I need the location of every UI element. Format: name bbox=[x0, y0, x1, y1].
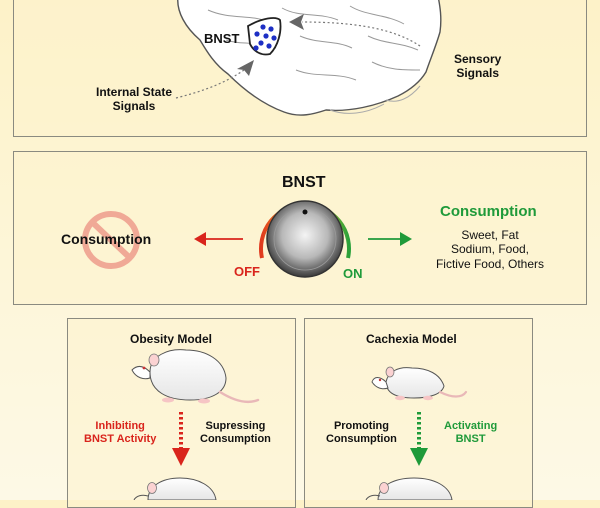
red-left-arrow-icon bbox=[194, 232, 243, 246]
internal-label-line-1: Internal State bbox=[96, 85, 173, 99]
supressing-consumption-label: Supressing Consumption bbox=[200, 420, 271, 446]
inhibiting-line-1: Inhibiting bbox=[95, 420, 145, 432]
sensory-signals-label: Sensory Signals bbox=[454, 52, 501, 81]
activating-line-1: Activating bbox=[444, 420, 498, 432]
dial-on-label: ON bbox=[343, 266, 363, 281]
sensory-label-line-2: Signals bbox=[456, 66, 500, 81]
prohibited-icon bbox=[82, 211, 140, 269]
green-dotted-down-arrow-icon bbox=[410, 412, 428, 466]
internal-state-signals-label: Internal State Signals bbox=[96, 85, 172, 114]
dial-indicator bbox=[302, 209, 308, 215]
consumption-item: Sodium, Food, bbox=[450, 242, 530, 257]
dial-off-label: OFF bbox=[234, 264, 260, 279]
inhibiting-bnst-label: Inhibiting BNST Activity bbox=[84, 420, 156, 446]
green-right-arrow-icon bbox=[368, 232, 412, 246]
bnst-region-label: BNST bbox=[204, 31, 240, 46]
supressing-line-2: Consumption bbox=[200, 433, 271, 446]
obesity-model-title: Obesity Model bbox=[130, 332, 213, 346]
promoting-line-2: Consumption bbox=[326, 433, 397, 446]
obese-rat-icon bbox=[131, 349, 260, 404]
sensory-arrow-head bbox=[289, 14, 304, 30]
activating-bnst-label: Activating BNST bbox=[444, 420, 497, 446]
internal-arrow-head bbox=[237, 60, 254, 76]
internal-label-line-2: Signals bbox=[112, 99, 156, 114]
bnst-dial bbox=[259, 200, 351, 278]
left-consumption-label: Consumption bbox=[61, 231, 152, 247]
consumption-item: Fictive Food, Others bbox=[435, 256, 545, 271]
right-consumption-title: Consumption bbox=[440, 203, 537, 220]
obese-rat-bottom-icon bbox=[133, 477, 217, 500]
promoting-line-1: Promoting bbox=[333, 420, 389, 432]
brain-illustration bbox=[175, 0, 442, 116]
promoting-consumption-label: Promoting Consumption bbox=[326, 420, 397, 446]
dial-title: BNST bbox=[282, 174, 326, 191]
activating-line-2: BNST bbox=[455, 433, 486, 446]
cachexia-model-title: Cachexia Model bbox=[366, 332, 457, 346]
inhibiting-line-2: BNST Activity bbox=[84, 433, 157, 446]
consumption-item: Sweet, Fat bbox=[461, 228, 519, 242]
red-dotted-down-arrow-icon bbox=[172, 412, 190, 466]
sensory-label-line-1: Sensory bbox=[454, 52, 502, 66]
consumption-items-list: Sweet, Fat Sodium, Food, Fictive Food, O… bbox=[430, 228, 550, 271]
bnst-neuron-dots bbox=[253, 24, 277, 51]
supressing-line-1: Supressing bbox=[205, 420, 266, 432]
cachexia-rat-icon bbox=[371, 366, 468, 401]
cachexia-rat-bottom-icon bbox=[365, 477, 453, 500]
